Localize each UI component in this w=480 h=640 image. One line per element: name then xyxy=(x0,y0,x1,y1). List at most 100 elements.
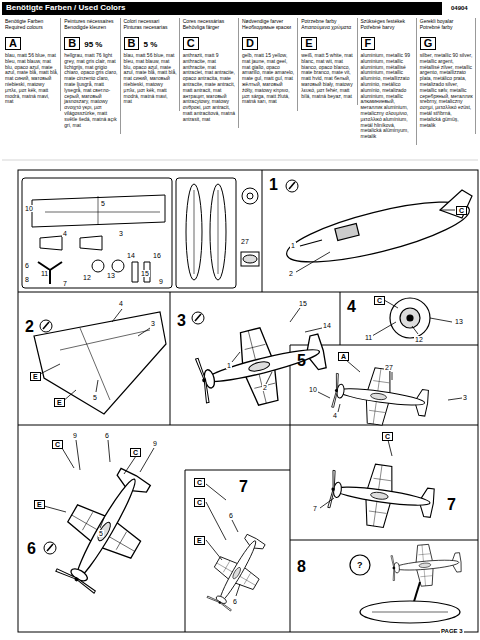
color-callout: C xyxy=(194,478,205,487)
color-column: Colori necessari Pinturas necesariasB5 %… xyxy=(122,18,180,111)
color-description: hellgrau, matt 76 light grey, mat gris c… xyxy=(64,53,117,128)
callout-number: 27 xyxy=(240,238,250,245)
color-callout: C xyxy=(52,440,63,449)
color-code-row: B5 % xyxy=(124,33,177,51)
step8-stand xyxy=(350,542,463,623)
callout-number: 13 xyxy=(106,272,116,279)
callout-number: 4 xyxy=(62,230,68,237)
callout-number: 3 xyxy=(150,320,156,327)
callout-number: 15 xyxy=(140,270,150,277)
color-code-row: F xyxy=(361,33,414,51)
color-column: Benötigte Farben Required coloursAblau, … xyxy=(3,18,61,111)
callout-number: 9 xyxy=(152,440,158,447)
callout-number: 2 xyxy=(262,384,268,391)
step-number: 8 xyxy=(296,558,307,576)
page-number: PAGE 3 xyxy=(440,628,464,634)
callout-number: 14 xyxy=(126,252,136,259)
color-column: Nødvendige farver Необходимые краскиDgel… xyxy=(240,18,298,111)
step-number: 5 xyxy=(296,352,307,370)
callout-number: 6 xyxy=(228,512,234,519)
color-letter: B xyxy=(64,37,80,50)
step5-assembly xyxy=(318,360,462,431)
callout-number: 3 xyxy=(462,394,468,401)
callout-number: 16 xyxy=(152,252,162,259)
step7-final xyxy=(320,440,438,534)
callout-number: 12 xyxy=(82,274,92,281)
color-letter: E xyxy=(301,37,316,50)
callout-number: 6 xyxy=(104,432,110,439)
step-panels xyxy=(18,170,478,632)
mix-percent: 5 % xyxy=(143,39,157,50)
color-letter: C xyxy=(183,37,199,50)
callout-number: 7 xyxy=(62,280,68,287)
step-number: 1 xyxy=(268,176,279,194)
callout-number: 9 xyxy=(72,432,78,439)
color-callout: C xyxy=(456,206,467,215)
color-column: Potrzebne farby Απαιτούμενα χρώματαEweiß… xyxy=(299,18,357,105)
step-number: 2 xyxy=(24,318,35,336)
color-heading: Szükséges festékek Potřebné barvy xyxy=(361,19,414,31)
callout-number: 1 xyxy=(226,362,232,369)
color-description: aluminium, metallic 99 aluminium, metall… xyxy=(361,53,414,140)
color-description: weiß, matt 5 white, mat blanc, mat wit, … xyxy=(301,53,354,99)
callout-number: 11 xyxy=(40,270,49,277)
callout-number: 10 xyxy=(24,205,34,212)
step2-wing xyxy=(34,309,166,414)
color-callout: C xyxy=(194,498,205,507)
callout-number: 4 xyxy=(332,412,338,419)
color-letter: B xyxy=(124,37,140,50)
callout-number: 5 xyxy=(100,200,106,207)
color-column: Gerekli boyalar Potrebné farbyGsilber, m… xyxy=(418,18,476,134)
color-callout: E xyxy=(54,398,65,407)
mix-percent: 95 % xyxy=(84,39,102,50)
callout-number: 5 xyxy=(92,394,98,401)
callout-number: 8 xyxy=(24,276,30,283)
color-code-row: D xyxy=(242,33,295,51)
callout-number: 2 xyxy=(288,270,294,277)
color-column: Szükséges festékek Potřebné barvyFalumin… xyxy=(359,18,417,145)
color-callout: E xyxy=(34,500,45,509)
color-code-row: C xyxy=(183,33,236,51)
callout-number: 1 xyxy=(290,242,296,249)
doc-code: 04904 xyxy=(450,5,469,11)
color-column: Peintures nécessaires Benodigde kleurenB… xyxy=(62,18,120,134)
callout-number: 27 xyxy=(384,364,394,371)
callout-number: 11 xyxy=(364,334,373,341)
callout-number: 12 xyxy=(414,336,424,343)
step-number: 7 xyxy=(446,496,457,514)
callout-number: 10 xyxy=(308,386,318,393)
color-code-row: E xyxy=(301,33,354,51)
step1-fuselage xyxy=(282,180,474,274)
color-callout: C xyxy=(374,296,385,305)
color-description: gelb, matt 15 yellow, mat jaune, mat gee… xyxy=(242,53,295,105)
callout-number: 9 xyxy=(158,278,164,285)
step6-assembly xyxy=(43,440,167,600)
callout-number: 15 xyxy=(298,300,308,307)
color-heading: Benötigte Farben Required colours xyxy=(5,19,58,31)
color-heading: Gerekli boyalar Potrebné farby xyxy=(420,19,473,31)
step7-assembly xyxy=(199,484,276,615)
color-column: Cores necessárias Behövliga färgerCanthr… xyxy=(181,18,239,128)
color-letter: F xyxy=(361,37,376,50)
step-number: 4 xyxy=(346,298,357,316)
parts-sprue xyxy=(22,178,259,288)
color-heading: Nødvendige farver Необходимые краски xyxy=(242,19,295,31)
color-callout: C xyxy=(382,432,393,441)
color-heading: Colori necessari Pinturas necesarias xyxy=(124,19,177,31)
color-description: silber, metallic 90 silver, metallic arg… xyxy=(420,53,473,128)
color-code-row: A xyxy=(5,33,58,51)
color-letter: A xyxy=(5,37,21,50)
color-code-row: G xyxy=(420,33,473,51)
color-callout: A xyxy=(338,352,349,361)
step-number: 7 xyxy=(238,478,249,496)
color-description: anthrazit, matt 9 anthracite, mat anthra… xyxy=(183,53,236,123)
color-callout: C xyxy=(130,448,141,457)
color-description: blau, matt 56 blue, mat bleu, mat blauw,… xyxy=(124,53,177,105)
color-description: blau, matt 56 blue, mat bleu, mat blauw,… xyxy=(5,53,58,105)
step-number: 3 xyxy=(176,312,187,330)
step3-assembly xyxy=(192,308,332,417)
color-code-row: B 95 % xyxy=(64,33,117,51)
callout-number: 5 xyxy=(98,530,104,537)
callout-number: 13 xyxy=(454,318,464,325)
callout-number: 6 xyxy=(232,598,238,605)
